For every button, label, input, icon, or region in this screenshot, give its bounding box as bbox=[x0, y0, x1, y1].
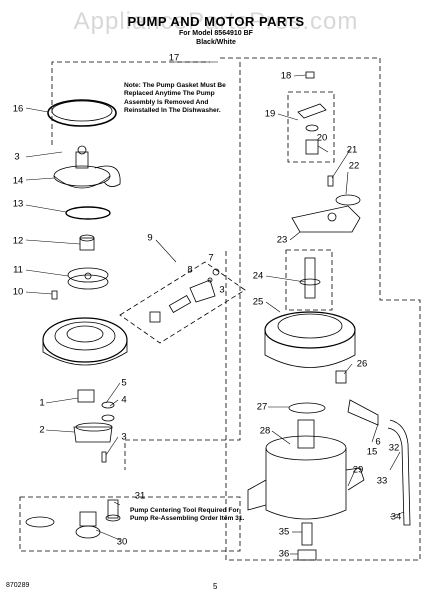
callout-10: 10 bbox=[12, 286, 24, 298]
pump-o-ring bbox=[65, 206, 111, 220]
callout-3: 3 bbox=[219, 284, 225, 296]
o-ring-22 bbox=[335, 194, 361, 206]
part-18 bbox=[305, 71, 315, 79]
callout-31: 31 bbox=[134, 490, 146, 502]
item-9-parts bbox=[149, 268, 220, 323]
callout-30: 30 bbox=[116, 536, 128, 548]
callout-9: 9 bbox=[147, 232, 153, 244]
callout-18: 18 bbox=[280, 70, 292, 82]
washer-27 bbox=[288, 402, 326, 414]
callout-25: 25 bbox=[252, 296, 264, 308]
callout-19: 19 bbox=[264, 108, 276, 120]
left-assembly-outline bbox=[124, 62, 241, 470]
item-30-box bbox=[19, 496, 241, 552]
leader-lines bbox=[25, 61, 405, 555]
callout-8: 8 bbox=[187, 264, 193, 276]
hose-32-33-34 bbox=[347, 399, 411, 526]
centering-tool-31 bbox=[75, 499, 121, 539]
pump-gasket-ring bbox=[47, 99, 117, 127]
callout-22: 22 bbox=[348, 160, 360, 172]
pump-housing bbox=[42, 317, 128, 366]
callout-36: 36 bbox=[278, 548, 290, 560]
callout-17: 17 bbox=[168, 52, 180, 64]
part-36 bbox=[297, 549, 317, 561]
watermark: AppliancePartsPros.com bbox=[73, 8, 359, 35]
diagram-title: PUMP AND MOTOR PARTS bbox=[127, 14, 305, 29]
page-number: 5 bbox=[213, 582, 218, 591]
callout-28: 28 bbox=[259, 425, 271, 437]
callout-7: 7 bbox=[208, 252, 214, 264]
callout-35: 35 bbox=[278, 526, 290, 538]
chopper-disk bbox=[67, 267, 109, 290]
callout-16: 16 bbox=[12, 103, 24, 115]
callout-13: 13 bbox=[12, 198, 24, 210]
item-24-box bbox=[285, 249, 333, 311]
callout-2: 2 bbox=[39, 424, 45, 436]
pump-lower-parts bbox=[73, 389, 115, 463]
part-26 bbox=[335, 370, 347, 384]
part-19-20 bbox=[297, 103, 327, 155]
callout-1: 1 bbox=[39, 397, 45, 409]
callout-29: 29 bbox=[352, 464, 364, 476]
item-19-box bbox=[287, 91, 335, 163]
diagram-subtitle: For Model 8564910 BF bbox=[179, 30, 253, 37]
screw bbox=[51, 290, 58, 300]
motor-assembly-outline bbox=[220, 57, 421, 561]
callout-14: 14 bbox=[12, 175, 24, 187]
motor-mount-23 bbox=[291, 205, 361, 233]
impeller bbox=[79, 234, 95, 251]
callout-11: 11 bbox=[13, 264, 23, 276]
callout-24: 24 bbox=[252, 270, 264, 282]
color-label: Black/White bbox=[196, 39, 236, 46]
tool-note: Pump Centering Tool Required For Pump Re… bbox=[130, 507, 245, 523]
callout-6: 6 bbox=[375, 436, 381, 448]
motor-28 bbox=[247, 419, 365, 520]
footer-code: 870289 bbox=[6, 582, 30, 589]
callout-27: 27 bbox=[256, 401, 268, 413]
item-9-outline bbox=[119, 261, 246, 344]
callout-12: 12 bbox=[12, 235, 24, 247]
ring-30 bbox=[25, 516, 55, 528]
callout-3: 3 bbox=[121, 431, 127, 443]
shaft-24 bbox=[299, 257, 321, 299]
callout-21: 21 bbox=[346, 144, 358, 156]
callout-32: 32 bbox=[388, 442, 400, 454]
gasket-note: Note: The Pump Gasket Must Be Replaced A… bbox=[124, 82, 226, 115]
screw-21 bbox=[327, 175, 334, 187]
motor-plate-25 bbox=[264, 311, 356, 368]
callout-4: 4 bbox=[121, 394, 127, 406]
pump-cover bbox=[53, 145, 121, 189]
callout-23: 23 bbox=[276, 234, 288, 246]
callout-26: 26 bbox=[356, 358, 368, 370]
callout-20: 20 bbox=[316, 132, 328, 144]
group-outlines bbox=[19, 57, 421, 561]
callout-15: 15 bbox=[366, 446, 378, 458]
callout-33: 33 bbox=[376, 475, 388, 487]
callout-34: 34 bbox=[390, 511, 402, 523]
shaft-35 bbox=[301, 522, 313, 546]
callout-3: 3 bbox=[14, 151, 20, 163]
callout-5: 5 bbox=[121, 377, 127, 389]
